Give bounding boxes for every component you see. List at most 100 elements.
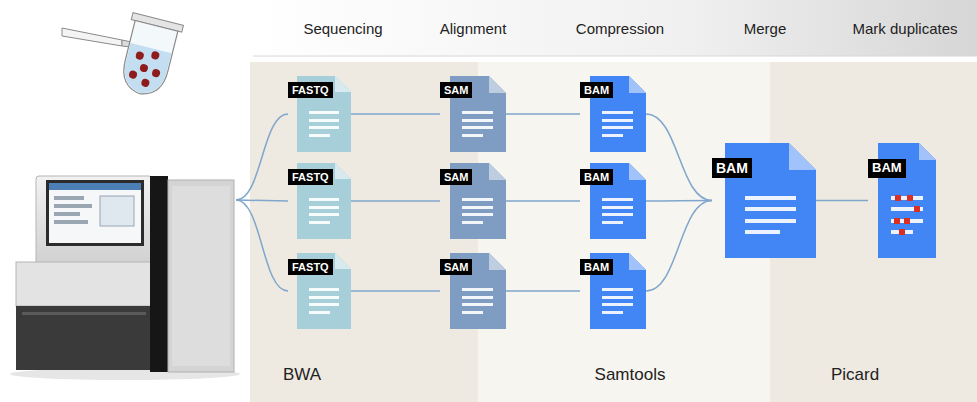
document-line [309, 288, 339, 291]
document-line [891, 207, 923, 211]
tool-label: Samtools [595, 365, 666, 385]
document-line [602, 303, 633, 306]
tube-body [118, 20, 178, 99]
split-line [236, 200, 288, 201]
document-fold [789, 143, 816, 170]
document-fold [489, 163, 506, 180]
step-label: Alignment [440, 20, 507, 37]
document-line [602, 198, 633, 201]
document-line [462, 126, 493, 129]
file-icon: SAM [440, 76, 506, 152]
sample-dot [150, 51, 160, 61]
document-line [462, 119, 493, 122]
document-line [602, 206, 633, 209]
file-type-tag: SAM [440, 259, 472, 275]
document-line [891, 230, 913, 234]
tube-liquid [119, 43, 171, 98]
document-line [462, 198, 493, 201]
sample-dot [135, 51, 145, 61]
file-type-tag: FASTQ [288, 82, 333, 98]
document-fold [335, 253, 351, 269]
document-line [309, 311, 330, 314]
document-line [891, 219, 923, 223]
duplicate-mark [904, 218, 910, 224]
sample-dot [128, 70, 138, 80]
label-text: Merge [744, 20, 787, 37]
document-line [602, 221, 623, 224]
document-line [462, 206, 493, 209]
document-line [309, 221, 330, 224]
document-line [309, 198, 339, 201]
flow-connector [646, 200, 712, 202]
file-tag-box: FASTQ [288, 167, 333, 185]
file-type-tag: FASTQ [288, 259, 333, 275]
file-icon: FASTQ [288, 76, 351, 152]
file-type-tag: SAM [440, 82, 472, 98]
file-icon: FASTQ [288, 253, 351, 329]
flow-connector [506, 200, 580, 202]
file-icon: SAM [440, 253, 506, 329]
document-line [745, 219, 796, 223]
file-type-tag: BAM [712, 158, 752, 178]
drawer-edge [22, 312, 146, 315]
file-icon: BAM [580, 76, 646, 152]
document-line [602, 311, 623, 314]
screen-row [54, 212, 80, 216]
document-line [309, 296, 339, 299]
file-tag-box: BAM [868, 158, 906, 178]
document-fold [335, 76, 351, 92]
tool-label: BWA [283, 365, 321, 385]
document-line [602, 213, 633, 216]
file-tag-box: FASTQ [288, 80, 333, 98]
document-line [309, 119, 339, 122]
step-label: Compression [576, 20, 664, 37]
screen-bezel [46, 180, 144, 246]
machine-top [36, 176, 152, 268]
document-line [462, 311, 483, 314]
document-fold [919, 143, 936, 160]
document-line [462, 134, 483, 137]
header-rule [253, 56, 977, 57]
machine-drawer [16, 306, 152, 370]
document-line [462, 288, 493, 291]
document-fold [489, 253, 506, 270]
document-line [309, 126, 339, 129]
label-text: Samtools [595, 365, 666, 384]
document-fold [335, 163, 351, 179]
file-tag-box: BAM [712, 158, 752, 178]
document-line [602, 134, 623, 137]
flow-connector [816, 200, 868, 202]
file-icon: BAM [712, 143, 816, 258]
file-tag-box: SAM [440, 80, 472, 98]
sample-dot [151, 68, 161, 78]
document-line [602, 119, 633, 122]
file-icon: BAM [580, 163, 646, 239]
document-fold [629, 163, 646, 180]
document-line [602, 296, 633, 299]
machine-front [16, 262, 152, 306]
duplicate-mark [907, 195, 913, 201]
flow-connector [646, 114, 712, 201]
document-line [602, 126, 633, 129]
document-line [309, 206, 339, 209]
machine-side-panel [172, 186, 230, 366]
screen [49, 183, 141, 243]
document-line [462, 221, 483, 224]
document-line [602, 288, 633, 291]
label-text: Sequencing [303, 20, 382, 37]
file-icon: BAM [868, 143, 936, 258]
step-label: Sequencing [303, 20, 382, 37]
document-line [309, 303, 339, 306]
document-fold [629, 253, 646, 270]
document-fold [629, 76, 646, 93]
document-line [462, 296, 493, 299]
duplicate-mark [899, 229, 905, 235]
flow-connector [351, 113, 440, 115]
document-line [891, 196, 923, 200]
duplicate-mark [894, 218, 900, 224]
file-type-tag: BAM [868, 159, 906, 178]
document-line [602, 111, 633, 114]
document-line [745, 207, 796, 211]
screen-panel [100, 196, 134, 226]
